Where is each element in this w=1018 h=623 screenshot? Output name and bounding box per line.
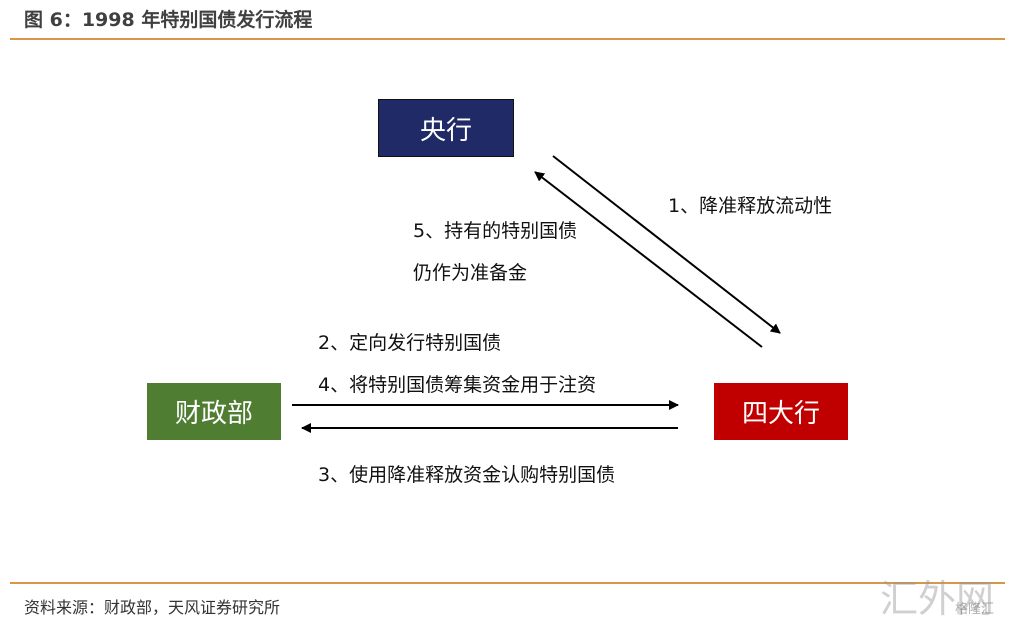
step-4-label: 4、将特别国债筹集资金用于注资: [318, 374, 597, 396]
figure-title: 图 6：1998 年特别国债发行流程: [24, 9, 313, 31]
step-2-label: 2、定向发行特别国债: [318, 332, 502, 354]
step-5-label-line1: 5、持有的特别国债: [413, 220, 578, 242]
watermark-sub: 格隆汇: [955, 602, 995, 617]
node-central-bank: 央行: [378, 99, 514, 157]
step-3-label: 3、使用降准释放资金认购特别国债: [318, 464, 616, 486]
arrow-central-to-banks: [552, 155, 781, 334]
bottom-divider: [10, 582, 1005, 584]
node-ministry-of-finance: 财政部: [147, 383, 281, 440]
node-big-four-banks: 四大行: [714, 383, 848, 440]
step-5-label-line2: 仍作为准备金: [413, 262, 528, 284]
watermark: 汇外网: [880, 577, 995, 621]
top-divider: [10, 38, 1005, 40]
source-note: 资料来源：财政部，天风证券研究所: [24, 598, 281, 617]
step-1-label: 1、降准释放流动性: [668, 195, 833, 217]
arrow-banks-to-central: [534, 171, 763, 348]
